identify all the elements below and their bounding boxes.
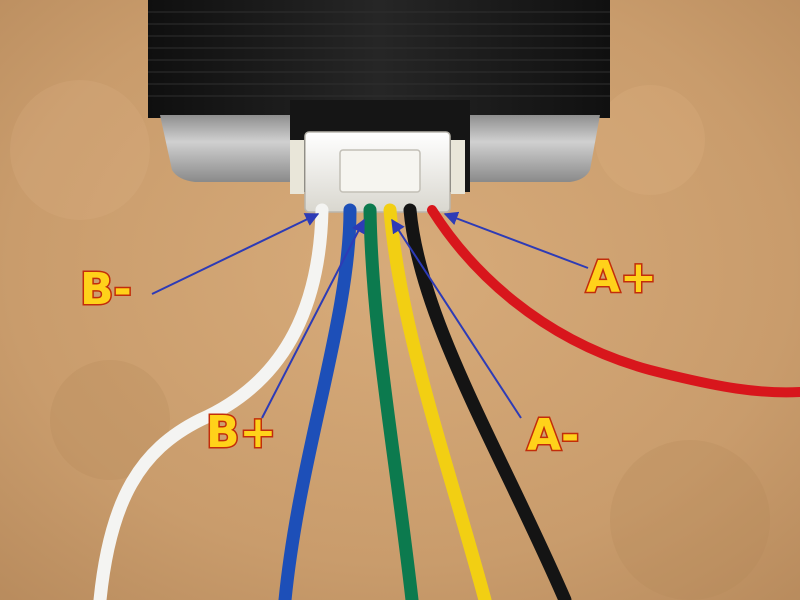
cardboard-texture (10, 80, 770, 600)
wire-blue (278, 203, 357, 600)
pointer-b-minus (151, 213, 320, 295)
connector-latch (339, 149, 421, 193)
wire-red (427, 205, 800, 398)
pointer-b-plus (261, 218, 365, 419)
pointer-lines (151, 211, 589, 419)
wire-bundle (93, 203, 800, 600)
connector-side-tab-left (290, 140, 304, 194)
motor-body (148, 0, 610, 118)
wire-white (93, 203, 329, 600)
label-b-minus: B- (80, 264, 132, 315)
jst-connector (290, 131, 465, 213)
pointer-a-minus (391, 218, 522, 419)
wire-green (363, 203, 419, 600)
label-b-plus: B+ (206, 407, 276, 458)
label-a-minus: A- (527, 410, 579, 461)
label-a-plus: A+ (586, 252, 657, 303)
connector-side-tab-right (451, 140, 465, 194)
pointer-a-plus (443, 211, 589, 269)
wire-black (403, 203, 572, 600)
wire-yellow (383, 203, 492, 600)
motor-lamination-lines (148, 11, 610, 97)
